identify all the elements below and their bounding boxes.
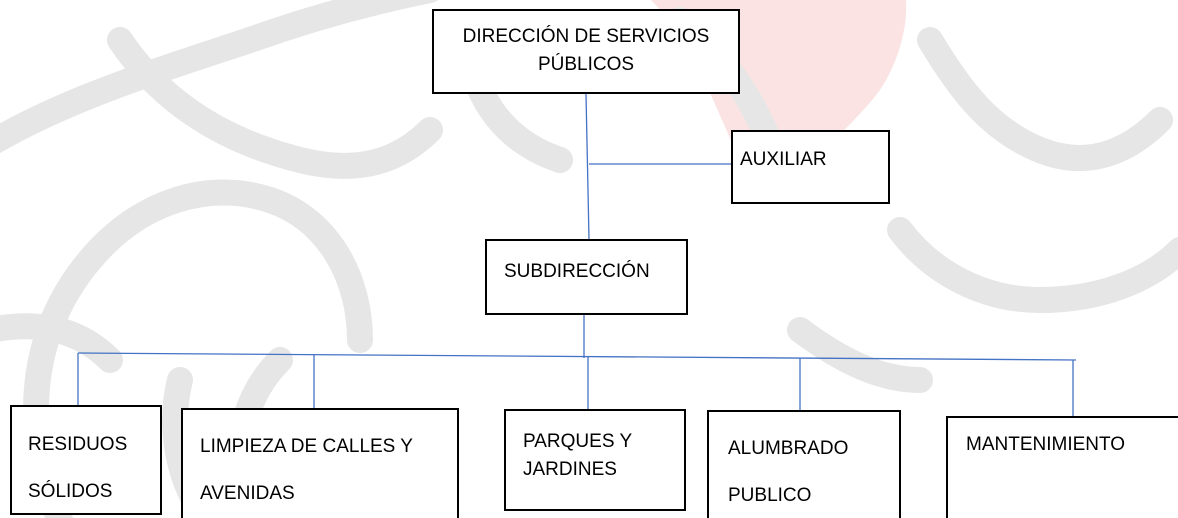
director-line-2: PÚBLICOS [537,53,635,75]
department-limpieza-line-2: AVENIDAS [200,482,295,504]
department-alumbrado-line-1: ALUMBRADO [728,438,849,459]
connector-director-to-deputy [585,93,590,240]
department-box-mantenimiento: MANTENIMIENTO [946,416,1178,518]
assistant-label: AUXILIAR [740,149,827,170]
department-residuos-line-1: RESIDUOS [28,434,128,455]
watermark-arc-4 [107,27,443,179]
director-box: DIRECCIÓN DE SERVICIOS PÚBLICOS [432,9,740,94]
watermark-arc-2 [23,179,373,518]
department-mantenimiento-label: MANTENIMIENTO [966,434,1126,455]
connector-horizontal-bus [77,352,1077,361]
department-residuos-line-2: SÓLIDOS [28,480,113,502]
watermark-arc-11 [787,317,933,393]
deputy-label: SUBDIRECCIÓN [504,261,650,282]
watermark-arc-9 [0,313,123,373]
department-box-parques: PARQUES Y JARDINES [504,409,686,511]
department-alumbrado-line-2: PUBLICO [728,484,812,506]
watermark-arc-7 [917,27,1173,171]
watermark-arc-8 [887,217,1178,314]
department-box-alumbrado: ALUMBRADO PUBLICO [707,410,901,518]
department-limpieza-line-1: LIMPIEZA DE CALLES Y [200,436,413,457]
assistant-box: AUXILIAR [731,130,890,204]
department-box-limpieza: LIMPIEZA DE CALLES Y AVENIDAS [181,408,459,518]
department-parques-line-2: JARDINES [523,458,617,480]
department-parques-line-1: PARQUES Y [523,431,633,452]
deputy-box: SUBDIRECCIÓN [485,239,688,315]
department-box-residuos: RESIDUOS SÓLIDOS [10,405,162,515]
director-line-1: DIRECCIÓN DE SERVICIOS [462,26,710,47]
watermark-arc-1 [0,0,439,154]
